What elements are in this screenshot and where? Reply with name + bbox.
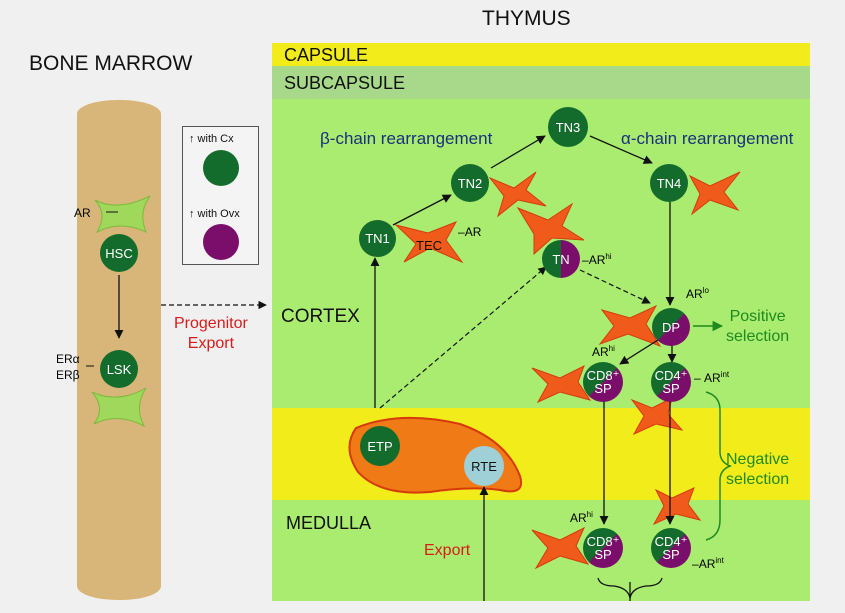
ar-int-label-cd4-cortex: – ARint	[694, 370, 730, 385]
cd8-label-cortex: CD8⁺	[586, 368, 620, 383]
dp-cell: DP	[652, 308, 690, 346]
sp-label-cd8-medulla: SP	[594, 547, 612, 562]
legend-ovx-label: ↑ with Ovx	[189, 208, 240, 220]
tn3-cell: TN3	[548, 107, 588, 147]
ar-hi-label-cd8-cortex-sup: hi	[608, 344, 615, 353]
tec-cells	[394, 171, 741, 570]
ar-int-label-cd4-medulla: –ARint	[692, 556, 724, 571]
rte-cell: RTE	[464, 446, 504, 486]
tec-star-8	[652, 487, 702, 526]
negative-selection-label: Negative selection	[726, 450, 789, 490]
lsk-cell: LSK	[100, 350, 138, 388]
tn-cell: TN	[542, 240, 580, 278]
ar-label-tec: –AR	[458, 225, 482, 239]
ar-int-label-cd4-medulla-sup: int	[715, 556, 724, 565]
rte-label: RTE	[471, 458, 497, 474]
cortex-label: CORTEX	[281, 306, 360, 327]
tec-label: TEC	[416, 238, 442, 253]
hsc-cell: HSC	[100, 234, 138, 272]
ar-hi-label-cd8-medulla-text: AR	[570, 511, 587, 525]
ar-int-label-cd4-cortex-text: AR	[704, 371, 721, 385]
negative-selection-line1: Negative	[726, 451, 790, 468]
ar-lo-label-dp: ARlo	[686, 286, 709, 301]
tn1-label: TN1	[365, 231, 390, 246]
cd4-label-medulla: CD4⁺	[654, 534, 688, 549]
capsule-band	[272, 43, 810, 66]
sp-label-cd4-cortex: SP	[662, 381, 680, 396]
tn1-cell: TN1	[359, 220, 396, 257]
ar-label-tec-text: AR	[464, 225, 482, 239]
stromal-cell-2	[91, 387, 147, 428]
sp-label-cd4-medulla: SP	[662, 547, 680, 562]
cd8-sp-cell-medulla: CD8⁺SP	[583, 528, 623, 568]
tn-label: TN	[552, 251, 570, 267]
ar-hi-label-cd8-medulla-sup: hi	[586, 510, 593, 519]
ar-label-hsc: AR	[74, 206, 91, 220]
progenitor-export-line2: Export	[187, 335, 235, 352]
cd4-label-cortex: CD4⁺	[654, 368, 688, 383]
cd4-sp-cell-medulla: CD4⁺SP	[651, 528, 691, 568]
ar-lo-label-dp-sup: lo	[702, 286, 709, 295]
ar-hi-label-tn-text: AR	[588, 253, 606, 267]
ar-lo-label-dp-text: AR	[686, 287, 703, 301]
legend-cx-swatch	[203, 150, 239, 186]
etp-cell: ETP	[360, 426, 400, 466]
medulla-label: MEDULLA	[286, 513, 372, 533]
positive-selection-label: Positive selection	[726, 307, 789, 347]
tn3-label: TN3	[555, 119, 581, 135]
ar-hi-label-tn-sup: hi	[605, 252, 612, 261]
cd8-sp-cell-cortex: CD8⁺SP	[583, 362, 623, 402]
tn2-label: TN2	[457, 175, 483, 191]
beta-chain-label: β-chain rearrangement	[320, 129, 493, 148]
tn2-cell: TN2	[451, 164, 489, 202]
tn4-cell: TN4	[650, 164, 688, 202]
tec-star-1	[394, 221, 464, 264]
tec-star-7	[630, 397, 684, 436]
er-alpha-label: ERα	[56, 352, 80, 366]
positive-selection-line2: selection	[726, 328, 790, 345]
lsk-label: LSK	[106, 361, 132, 377]
bone-marrow-title: BONE MARROW	[29, 52, 193, 75]
etp-label: ETP	[367, 438, 393, 454]
export-label: Export	[424, 542, 471, 559]
hsc-label: HSC	[105, 245, 133, 261]
sp-label-cd8-cortex: SP	[594, 381, 612, 396]
progenitor-export-line1: Progenitor	[174, 315, 248, 332]
negative-selection-line2: selection	[726, 471, 790, 488]
alpha-chain-label: α-chain rearrangement	[621, 129, 794, 148]
ar-hi-label-cd8-cortex-text: AR	[592, 345, 609, 359]
capsule-label: CAPSULE	[284, 45, 369, 65]
ar-hi-label-tn: –ARhi	[582, 252, 612, 267]
legend-box: ↑ with Cx ↑ with Ovx	[182, 126, 259, 265]
tec-star-5	[598, 304, 662, 347]
tec-star-3	[516, 202, 585, 256]
tec-star-2	[488, 171, 547, 218]
stromal-cell-1	[94, 195, 151, 234]
dp-label: DP	[661, 319, 681, 335]
progenitor-export-label: Progenitor Export	[174, 314, 248, 354]
ar-hi-label-cd8-cortex: ARhi	[592, 344, 615, 359]
cd8-label-medulla: CD8⁺	[586, 534, 620, 549]
tec-star-9	[531, 526, 590, 570]
subcapsule-label: SUBCAPSULE	[284, 73, 406, 93]
tec-star-4	[688, 171, 741, 216]
positive-selection-line1: Positive	[729, 308, 786, 325]
tn4-label: TN4	[656, 175, 682, 191]
cortex-area	[272, 99, 810, 408]
er-beta-label: ERβ	[56, 368, 80, 382]
thymus-title: THYMUS	[482, 7, 571, 30]
ar-int-label-cd4-medulla-text: AR	[698, 557, 716, 571]
legend-cx-label: ↑ with Cx	[189, 133, 234, 145]
tec-star-6	[531, 364, 592, 404]
ar-int-label-cd4-cortex-sup: int	[720, 370, 730, 379]
subcapsule-band	[272, 66, 810, 99]
cd4-sp-cell-cortex: CD4⁺SP	[651, 362, 691, 402]
legend-ovx-swatch	[203, 224, 239, 260]
ar-hi-label-cd8-medulla: ARhi	[570, 510, 593, 525]
